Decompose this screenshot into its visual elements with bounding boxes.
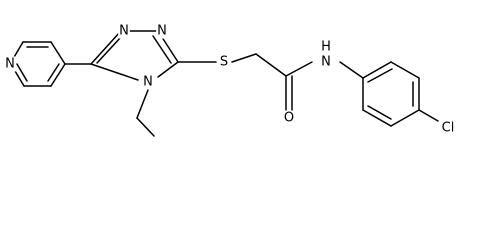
bond — [418, 109, 439, 122]
atom-label-background — [282, 110, 296, 126]
atom-label-oxygen: O — [284, 111, 294, 126]
bond — [339, 61, 364, 79]
bond — [362, 109, 392, 127]
bond — [50, 41, 66, 65]
atom-label-pyridine-n: N — [5, 57, 15, 72]
bond — [367, 105, 392, 120]
bond — [90, 63, 139, 81]
molecule-structure: N N N N S O N H Cl — [4, 23, 456, 137]
bond — [47, 63, 60, 82]
atom-label-triazole-n1: N — [119, 24, 129, 39]
atom-label-background — [320, 54, 332, 70]
atom-label-background — [4, 56, 16, 72]
bond — [255, 53, 287, 77]
bond — [367, 68, 393, 83]
atom-label-background — [320, 39, 332, 55]
bond — [152, 35, 172, 64]
atom-label-background — [156, 23, 168, 39]
bond — [136, 117, 155, 137]
atom-label-background — [440, 120, 456, 136]
atom-label-triazole-n4: N — [143, 75, 153, 90]
bond — [390, 61, 420, 79]
triazole-ring — [90, 30, 179, 81]
pyridine-ring — [9, 41, 66, 87]
bond — [157, 61, 179, 78]
bond — [16, 63, 28, 82]
atom-label-sulfur: S — [220, 55, 228, 70]
bond — [231, 53, 257, 63]
bond — [90, 31, 121, 65]
bond — [50, 63, 66, 87]
atom-label-chlorine: Cl — [442, 121, 455, 136]
bond — [390, 109, 420, 127]
bond — [362, 61, 392, 79]
atom-label-amide-h: H — [321, 40, 331, 55]
bond — [136, 89, 149, 119]
atom-label-triazole-n2: N — [157, 24, 167, 39]
chlorophenyl-ring — [362, 61, 420, 127]
bond — [96, 36, 122, 64]
bond — [285, 61, 313, 77]
atom-label-background — [218, 54, 230, 70]
atom-label-background — [142, 74, 154, 90]
atom-label-background — [118, 23, 130, 39]
atom-label-amide-n: N — [321, 55, 331, 70]
